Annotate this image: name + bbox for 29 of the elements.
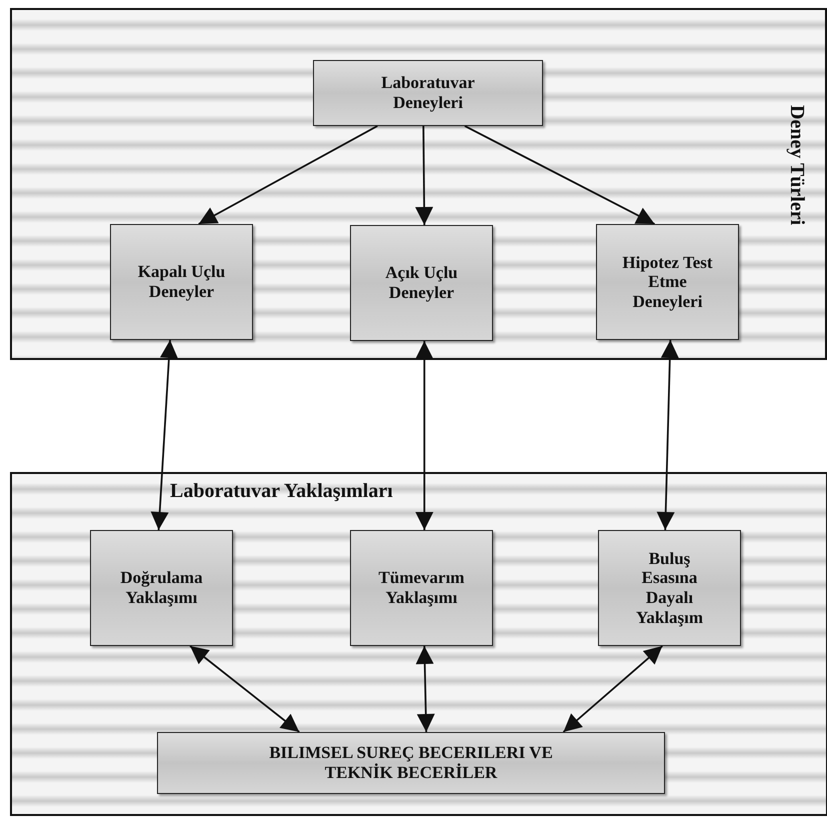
arrow bbox=[464, 125, 656, 225]
arrow bbox=[656, 340, 679, 530]
arrow bbox=[416, 646, 435, 732]
process-box bbox=[598, 530, 741, 646]
panel bbox=[10, 8, 827, 360]
box-label: Açık Uçlu Deneyler bbox=[384, 263, 459, 303]
process-box bbox=[313, 60, 543, 126]
panel bbox=[10, 472, 827, 816]
arrow bbox=[190, 645, 300, 733]
process-box bbox=[110, 224, 253, 340]
section-heading: Laboratuvar Yaklaşımları bbox=[170, 480, 393, 503]
process-box bbox=[350, 225, 493, 341]
section-heading: Deney Türleri bbox=[785, 105, 808, 226]
arrow bbox=[415, 341, 434, 530]
box-label: Kapalı Uçlu Deneyler bbox=[136, 262, 226, 302]
box-label: Buluş Esasına Dayalı Yaklaşım bbox=[634, 548, 704, 628]
box-label: Hipotez Test Etme Deneyleri bbox=[621, 252, 714, 312]
process-box bbox=[157, 732, 665, 794]
process-box bbox=[596, 224, 739, 340]
box-label: BILIMSEL SUREÇ BECERILERI VE TEKNİK BECERİLER bbox=[268, 743, 554, 783]
arrow bbox=[150, 340, 178, 530]
box-label: Doğrulama Yaklaşımı bbox=[119, 568, 204, 608]
box-label: Laboratuvar Deneyleri bbox=[380, 73, 476, 113]
arrow bbox=[562, 645, 663, 733]
arrow bbox=[415, 126, 434, 225]
arrow bbox=[198, 125, 378, 225]
box-label: Tümevarım Yaklaşımı bbox=[378, 568, 466, 608]
process-box bbox=[350, 530, 493, 646]
process-box bbox=[90, 530, 233, 646]
